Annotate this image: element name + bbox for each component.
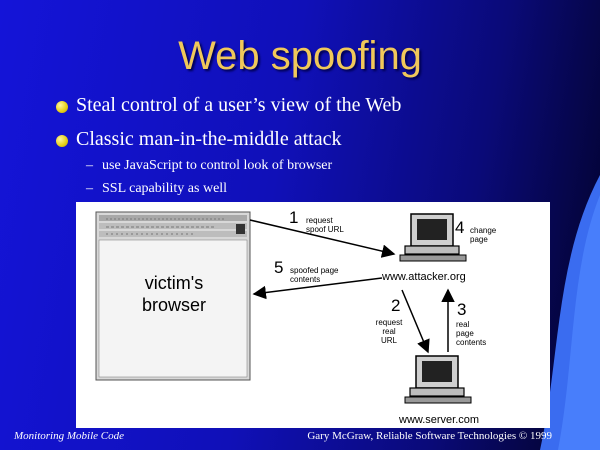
sub-bullet-text: SSL capability as well <box>102 181 228 196</box>
attacker-computer-icon <box>399 213 467 262</box>
victim-browser-label: victim's browser <box>141 273 207 315</box>
step-4-text: change page <box>470 226 497 244</box>
step-5-text: spoofed page contents <box>290 266 339 284</box>
sub-bullet-text: use JavaScript to control look of browse… <box>102 158 333 173</box>
attacker-host-label: www.attacker.org <box>382 271 466 283</box>
sub-bullet-item: –SSL capability as well <box>86 181 227 197</box>
arrow-step-5 <box>252 277 383 300</box>
web-spoofing-diagram: victim's browser www.attacker.org www.se… <box>76 202 550 428</box>
step-3-text: real page contents <box>456 320 487 347</box>
bullet-text: Classic man-in-the-middle attack <box>76 128 342 150</box>
footer-left: Monitoring Mobile Code <box>14 430 124 442</box>
arrow-step-1 <box>249 219 396 258</box>
bullet-text: Steal control of a user’s view of the We… <box>76 94 402 116</box>
bullet-dot-icon <box>56 135 68 147</box>
victim-browser-window <box>95 211 251 381</box>
sub-bullet-dash: – <box>86 181 93 196</box>
step-1-text: request spoof URL <box>306 216 344 234</box>
browser-logo-icon <box>236 224 245 234</box>
server-computer-icon <box>404 355 472 404</box>
bullet-dot-icon <box>56 101 68 113</box>
slide-title: Web spoofing <box>178 34 422 78</box>
footer-right: Gary McGraw, Reliable Software Technolog… <box>307 430 552 442</box>
sub-bullet-dash: – <box>86 158 93 173</box>
step-2-number: 2 <box>391 296 401 315</box>
step-5-number: 5 <box>274 258 284 277</box>
sub-bullet-item: –use JavaScript to control look of brows… <box>86 158 332 174</box>
step-3-number: 3 <box>457 300 467 319</box>
arrow-step-2 <box>401 289 430 354</box>
server-host-label: www.server.com <box>399 414 480 426</box>
step-4-number: 4 <box>455 218 465 237</box>
step-2-text: request real URL <box>375 318 403 345</box>
step-1-number: 1 <box>289 208 299 227</box>
